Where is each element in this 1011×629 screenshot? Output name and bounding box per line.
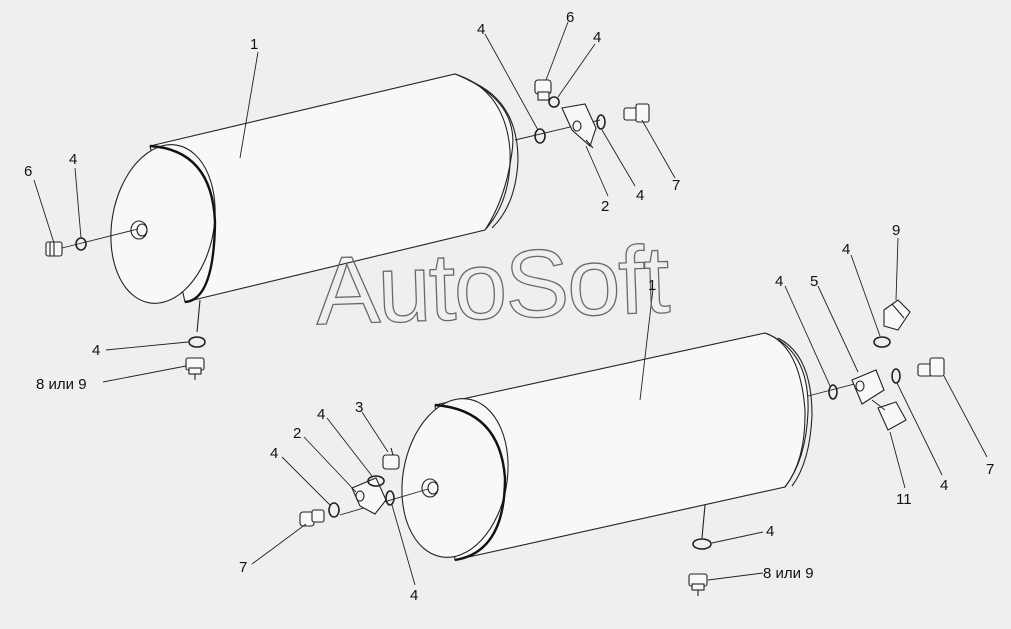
right-cap <box>871 399 907 431</box>
callout-top-right-plug: 7 <box>672 177 680 194</box>
callout-top-tee: 2 <box>601 198 609 215</box>
right-ring-a <box>828 384 838 400</box>
top-pipe-ring <box>534 128 546 144</box>
callout-top-right-ring: 4 <box>636 187 644 204</box>
callout-bottom-valve-3: 3 <box>355 399 363 416</box>
callout-right-tee: 5 <box>810 273 818 290</box>
callout-top-left-ring: 4 <box>69 151 77 168</box>
right-tee <box>851 369 885 405</box>
top-receiver-tank <box>61 73 601 333</box>
bottom-left-ring-c <box>385 490 395 506</box>
right-ring-c <box>891 368 901 384</box>
bottom-left-ring-a <box>328 502 340 518</box>
bottom-receiver-tank <box>339 332 871 562</box>
top-bottom-valve <box>185 357 205 380</box>
top-upper-plug <box>534 79 552 101</box>
callout-right-ring-c: 4 <box>940 477 948 494</box>
top-tee <box>561 103 597 149</box>
callout-bottom-bottom-valve: 8 или 9 <box>763 565 814 582</box>
bottom-left-plug <box>299 509 325 527</box>
bottom-bottom-ring <box>692 538 712 550</box>
watermark-autosoft: AutoSoft <box>314 226 671 345</box>
callout-bottom-tee: 2 <box>293 425 301 442</box>
callout-bottom-tank: 1 <box>648 277 656 294</box>
callout-top-bottom-valve: 8 или 9 <box>36 376 87 393</box>
top-bottom-ring <box>188 336 206 348</box>
bottom-valve-3 <box>382 447 400 470</box>
bottom-left-ring-b <box>367 475 385 487</box>
top-left-plug <box>45 241 63 257</box>
callout-top-tank: 1 <box>250 36 258 53</box>
callout-top-left-plug: 6 <box>24 163 32 180</box>
callout-bottom-left-ring-c: 4 <box>410 587 418 604</box>
top-upper-ring <box>548 96 560 108</box>
callout-right-ring-a: 4 <box>775 273 783 290</box>
right-plug <box>917 357 945 377</box>
callout-bottom-left-ring-b: 4 <box>317 406 325 423</box>
callout-right-cap: 11 <box>896 491 912 508</box>
callout-right-plug: 7 <box>986 461 994 478</box>
callout-bottom-left-plug: 7 <box>239 559 247 576</box>
callout-top-upper-plug: 6 <box>566 9 574 26</box>
top-right-ring <box>596 114 606 130</box>
bottom-bottom-valve <box>688 573 708 596</box>
callout-right-ring-b: 4 <box>842 241 850 258</box>
callout-bottom-left-ring-a: 4 <box>270 445 278 462</box>
callout-labels: 1 6 4 4 8 или 9 4 6 4 2 4 7 1 4 2 4 3 7 … <box>24 9 994 604</box>
callout-top-upper-ring: 4 <box>593 29 601 46</box>
bottom-tee <box>351 477 387 515</box>
leader-lines <box>33 21 988 586</box>
top-right-plug <box>623 103 650 123</box>
right-ring-b <box>873 336 891 348</box>
callout-top-pipe-ring: 4 <box>477 21 485 38</box>
right-valve-9 <box>883 299 911 331</box>
callout-bottom-bottom-ring: 4 <box>766 523 774 540</box>
callout-right-valve-9: 9 <box>892 222 900 239</box>
callout-top-bottom-ring: 4 <box>92 342 100 359</box>
